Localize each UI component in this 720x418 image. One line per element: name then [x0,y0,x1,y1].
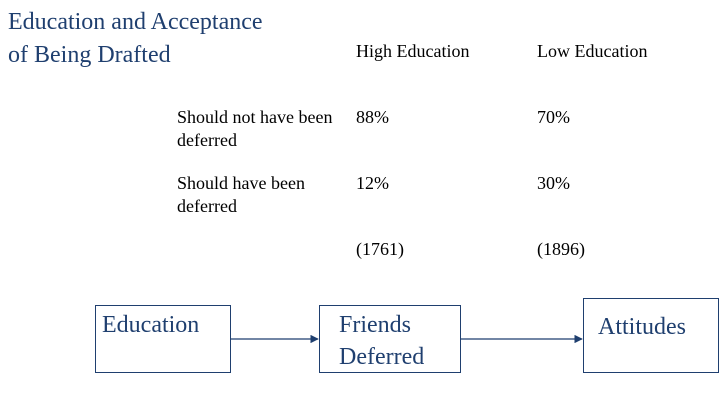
cell-high-should-not: 88% [356,107,389,127]
cell-high-sample-size: (1761) [356,239,404,259]
cell-high-should-have: 12% [356,173,389,193]
slide-title-line-2: of Being Drafted [8,42,171,68]
box-attitudes-label: Attitudes [598,314,686,340]
row-label-should-not-have-been-deferred: Should not have been deferred [177,107,333,150]
cell-low-should-not: 70% [537,107,570,127]
box-attitudes: Attitudes [583,298,719,373]
cell-low-should-have: 30% [537,173,570,193]
box-education-label: Education [102,312,200,338]
box-friends-deferred: Friends Deferred [319,305,461,373]
column-header-high-education: High Education [356,41,470,61]
box-friends-label-line-1: Friends [339,312,411,338]
row-label-should-have-been-deferred: Should have been deferred [177,173,305,216]
slide-title: Education and Acceptance of Being Drafte… [8,6,263,72]
box-education: Education [95,305,231,373]
box-friends-label-line-2: Deferred [339,344,425,370]
slide-title-line-1: Education and Acceptance [8,9,263,35]
cell-low-sample-size: (1896) [537,239,585,259]
column-header-low-education: Low Education [537,41,648,61]
